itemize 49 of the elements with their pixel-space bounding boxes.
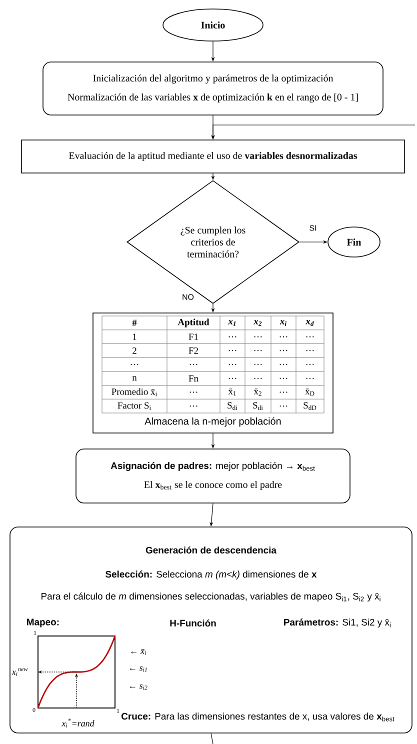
table-cell: …	[306, 378, 314, 379]
table-cell: …	[254, 364, 262, 366]
table-cell: x$_{d}$	[306, 320, 314, 326]
table-cell: …	[228, 364, 236, 366]
table-cell: …	[190, 392, 198, 393]
table-cell: …	[280, 406, 288, 407]
table-cell: …	[306, 364, 314, 366]
axis-label: x$_{i}$$^{*}$=rand	[62, 718, 94, 728]
process-box: Inicialización del algoritmo y parámetros de la optimización Normalización de las variables x de optimización k en el rango de [0 - 1]	[42, 62, 384, 116]
table-cell: x̄$_{1}$	[228, 388, 236, 396]
table-cell: …	[228, 378, 236, 379]
table-cell: …	[306, 336, 314, 338]
table-cell: x$_{1}$	[228, 320, 236, 326]
table-cell: #	[132, 320, 137, 326]
table-cell: …	[254, 336, 262, 338]
table-cell: …	[306, 350, 314, 352]
table-cell: …	[228, 336, 236, 338]
table-cell: …	[254, 378, 262, 379]
table-cell: x̄$_{2}$	[254, 388, 262, 396]
table-cell: …	[228, 350, 236, 352]
table-cell: x$_{i}$	[280, 320, 286, 326]
table-cell: F1	[188, 334, 198, 340]
process-box: Asignación de padres: mejor población → x$_{best}$ El x$_{best}$ se le conoce como el padre	[76, 448, 350, 504]
table-cell: 1	[132, 334, 136, 340]
table-cell: S$_{dD}$	[304, 402, 316, 410]
process-box: Evaluación de la aptitud mediante el uso de variables desnormalizadas	[21, 140, 405, 174]
curve-label: ← x̄$_{i}$	[131, 649, 146, 656]
table-cell: …	[190, 364, 198, 366]
table-cell: n	[132, 376, 137, 381]
table-cell: S$_{di}$	[253, 402, 263, 410]
table-cell: Fn	[188, 375, 198, 382]
table-cell: x̄$_{D}$	[305, 388, 314, 396]
table-cell: F2	[188, 347, 198, 354]
table-cell: …	[280, 392, 288, 393]
table-cell: …	[280, 336, 288, 338]
table-cell: …	[130, 364, 138, 366]
curve-label: ← s$_{i1}$	[130, 666, 147, 672]
table-cell: …	[280, 350, 288, 352]
table-cell: Aptitud	[178, 318, 210, 328]
table-cell: …	[280, 364, 288, 366]
table-cell: Factor S$_{i}$	[118, 402, 151, 410]
table-cell: Promedio x̄$_{i}$	[112, 388, 157, 396]
table-cell: 2	[132, 347, 136, 354]
curve-label: ← s$_{i2}$	[130, 684, 148, 690]
table-cell: x$_{2}$	[254, 320, 262, 326]
table-cell: S$_{di}$	[228, 402, 238, 410]
table-cell: …	[190, 406, 198, 407]
table-cell: …	[280, 378, 288, 379]
table-cell: …	[254, 350, 262, 352]
